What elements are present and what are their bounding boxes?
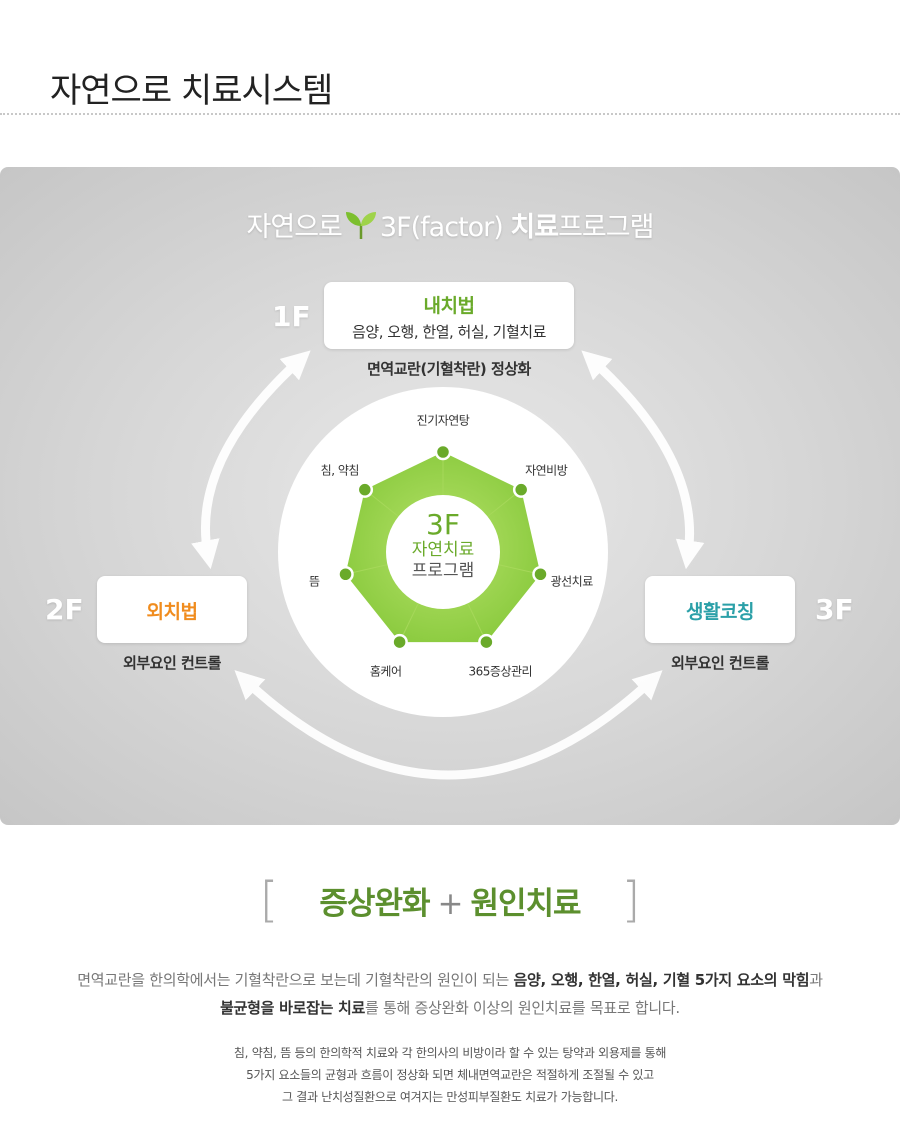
page-title: 자연으로 치료시스템 — [50, 70, 333, 111]
factor-caption-1f: 면역교란(기혈착란) 정상화 — [367, 360, 531, 378]
program-title-prefix: 자연으로 — [246, 212, 343, 243]
title-divider — [0, 113, 900, 115]
summary-plus: + — [437, 885, 464, 922]
sprout-icon — [345, 212, 376, 239]
note-line: 침, 약침, 뜸 등의 한의학적 치료와 각 한의사의 비방이라 할 수 있는 … — [233, 1046, 667, 1060]
summary-left: 증상완화 — [319, 885, 430, 922]
description-p1-bold: 음양, 오행, 한열, 허실, 기혈 5가지 요소의 막힘 — [513, 971, 810, 989]
node-label: 365증상관리 — [468, 664, 533, 679]
node-dot — [434, 443, 452, 461]
factor-caption-2f: 외부요인 컨트롤 — [123, 654, 221, 672]
center-text-line1: 3F — [426, 508, 460, 541]
node-dot — [337, 566, 354, 583]
node-dot — [391, 633, 408, 651]
factor-name-2f: 외치법 — [146, 601, 198, 623]
summary-close-bracket: ] — [621, 872, 641, 928]
center-text: 3F 자연치료 프로그램 — [383, 510, 503, 582]
factor-sub-1f: 음양, 오행, 한열, 허실, 기혈치료 — [352, 323, 546, 341]
factor-box-2f: 외치법 — [97, 576, 247, 643]
node-label: 침, 약침 — [320, 463, 360, 478]
arrow-1f-2f — [191, 350, 311, 570]
node-label: 광선치료 — [550, 574, 594, 589]
factor-box-1f: 내치법 음양, 오행, 한열, 허실, 기혈치료 — [324, 282, 574, 349]
arrow-2f-3f — [234, 670, 663, 780]
program-title: 자연으로 3F(factor) 치료프로그램 — [0, 205, 900, 244]
factor-label-2f: 2F — [45, 593, 84, 626]
summary-banner: [ 증상완화+원인치료 ] — [0, 872, 900, 928]
summary-right: 원인치료 — [470, 885, 581, 922]
note-line: 5가지 요소들의 균형과 흐름이 정상화 되면 체내면역교란은 적절하게 조절될… — [246, 1068, 654, 1082]
description-p1: 면역교란을 한의학에서는 기혈착란으로 보는데 기혈착란의 원인이 되는 — [77, 971, 514, 989]
description-p2-bold: 불균형을 바로잡는 치료 — [220, 999, 366, 1017]
program-title-suffix: 프로그램 — [558, 212, 654, 243]
node-dot — [532, 566, 549, 583]
node-dot — [478, 633, 495, 651]
factor-box-3f: 생활코칭 — [645, 576, 795, 643]
node-label: 자연비방 — [525, 463, 568, 478]
factor-label-1f: 1F — [272, 300, 311, 333]
center-text-line2: 자연치료 — [411, 540, 475, 560]
summary-open-bracket: [ — [259, 872, 279, 928]
summary-text: 증상완화+원인치료 — [319, 878, 581, 923]
note: 침, 약침, 뜸 등의 한의학적 치료와 각 한의사의 비방이라 할 수 있는 … — [0, 1042, 900, 1108]
description: 면역교란을 한의학에서는 기혈착란으로 보는데 기혈착란의 원인이 되는 음양,… — [0, 966, 900, 1022]
node-label: 뜸 — [309, 574, 320, 589]
factor-label-3f: 3F — [815, 593, 854, 626]
factor-name-3f: 생활코칭 — [686, 601, 754, 623]
node-label: 진기자연탕 — [416, 413, 470, 428]
program-title-name: 3F(factor) — [379, 212, 504, 243]
program-title-strong: 치료 — [510, 212, 559, 243]
note-line: 그 결과 난치성질환으로 여겨지는 만성피부질환도 치료가 가능합니다. — [281, 1090, 619, 1104]
node-label: 홈케어 — [369, 664, 402, 679]
center-text-line3: 프로그램 — [411, 561, 475, 581]
node-dot — [356, 481, 374, 498]
arrow-1f-3f — [581, 350, 705, 570]
description-p1-end: 과 — [809, 971, 823, 989]
factor-name-1f: 내치법 — [423, 295, 475, 317]
description-p2: 를 통해 증상완화 이상의 원인치료를 목표로 합니다. — [365, 999, 680, 1017]
node-dot — [512, 481, 530, 498]
heptagon-inner-circle — [386, 495, 500, 609]
factor-caption-3f: 외부요인 컨트롤 — [671, 654, 769, 672]
